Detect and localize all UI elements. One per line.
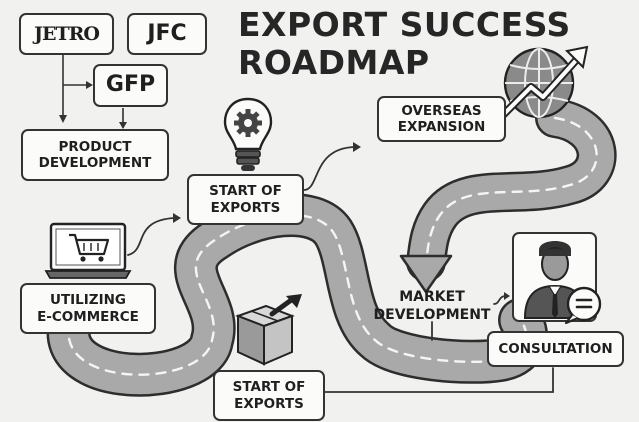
product-development-line-1: PRODUCT <box>58 138 132 155</box>
overseas-expansion-box: OVERSEAS EXPANSION <box>377 96 506 142</box>
consultation-box: CONSULTATION <box>487 331 624 367</box>
title-line-2: ROADMAP <box>238 42 430 82</box>
utilizing-ecommerce-box: UTILIZING E-COMMERCE <box>20 283 156 334</box>
market-development-line-1: MARKET <box>399 289 465 305</box>
speech-bubble-icon <box>564 286 602 325</box>
globe-arrow-icon <box>500 45 589 119</box>
box-arrow-icon <box>235 294 302 366</box>
overseas-expansion-line-2: EXPANSION <box>397 119 486 135</box>
laptop-cart-icon <box>44 222 132 279</box>
consultation-label: CONSULTATION <box>498 340 613 357</box>
product-development-box: PRODUCT DEVELOPMENT <box>21 129 169 181</box>
overseas-expansion-line-1: OVERSEAS <box>401 102 482 119</box>
jetro-logo: JETRO <box>34 22 100 45</box>
start-of-exports-bottom-line-1: START OF <box>232 379 306 396</box>
jfc-box: JFC <box>127 13 207 55</box>
utilizing-ecommerce-line-2: E-COMMERCE <box>37 308 139 325</box>
market-development-label: MARKET DEVELOPMENT <box>362 289 502 324</box>
product-development-line-2: DEVELOPMENT <box>38 155 152 171</box>
start-of-exports-bottom-line-2: EXPORTS <box>234 395 304 412</box>
gfp-box: GFP <box>93 64 168 107</box>
page-title: EXPORT SUCCESS ROADMAP <box>238 6 571 82</box>
lightbulb-gear-icon <box>223 97 273 171</box>
start-of-exports-top-box: START OF EXPORTS <box>187 174 304 225</box>
start-of-exports-top-line-2: EXPORTS <box>210 199 281 216</box>
start-of-exports-top-line-1: START OF <box>209 183 282 200</box>
market-development-line-2: DEVELOPMENT <box>373 306 491 323</box>
utilizing-ecommerce-line-1: UTILIZING <box>49 292 126 309</box>
start-of-exports-bottom-box: START OF EXPORTS <box>213 370 325 421</box>
title-line-1: EXPORT SUCCESS <box>238 5 571 44</box>
jfc-label: JFC <box>147 20 187 46</box>
jetro-box: JETRO <box>19 13 114 55</box>
gfp-label: GFP <box>105 72 156 98</box>
